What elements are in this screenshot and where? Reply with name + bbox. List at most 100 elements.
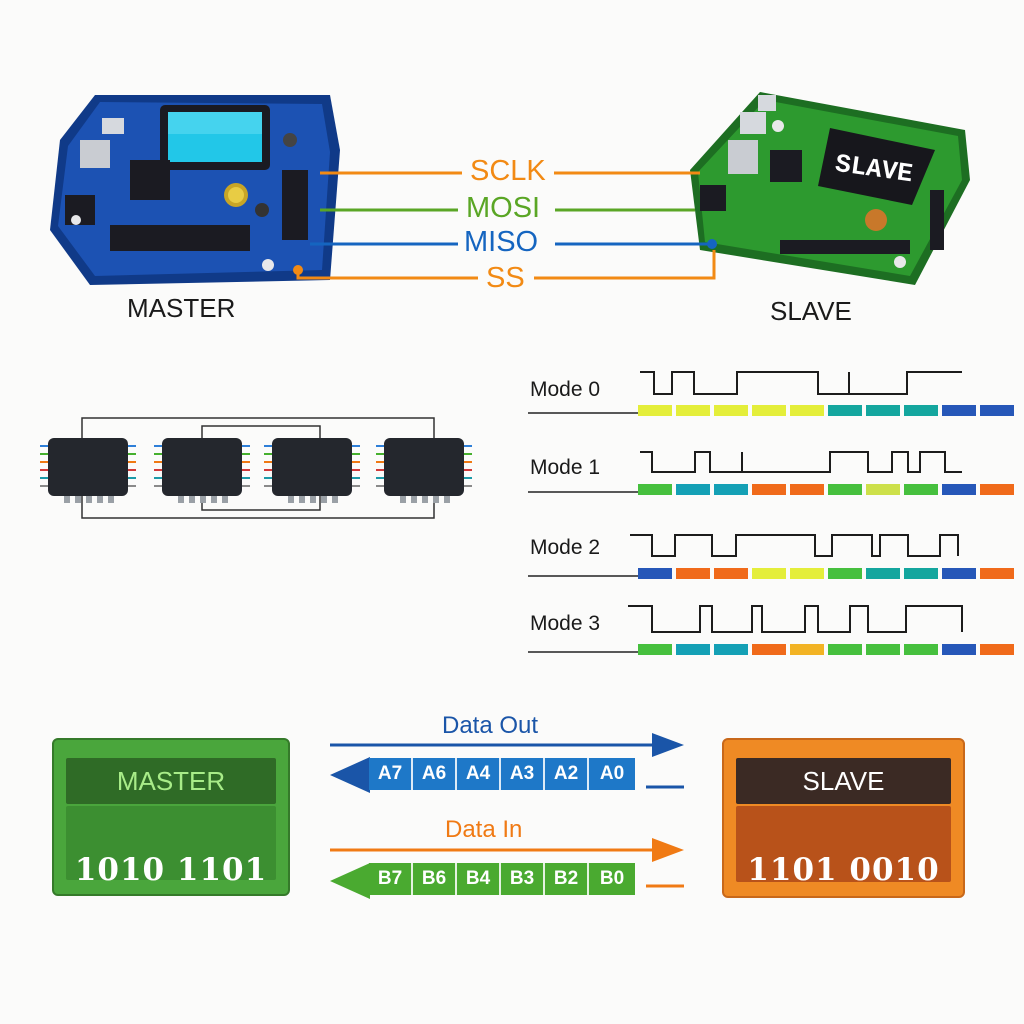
data-bit-block (866, 405, 900, 416)
timing-mode-label: Mode 2 (530, 536, 601, 559)
chip-pin (321, 496, 327, 503)
board-connection-graphic: SLAVE (50, 92, 970, 285)
data-out-cell: A7 (369, 758, 413, 790)
data-bit-block (752, 405, 786, 416)
data-bit-block (904, 405, 938, 416)
chip-pin (189, 496, 195, 503)
chip-pin (75, 496, 81, 503)
timing-mode-label: Mode 3 (530, 612, 601, 635)
data-bit-block (942, 644, 976, 655)
data-out-title: Data Out (442, 712, 539, 739)
chained-chip-4 (384, 438, 464, 496)
data-in-cell: B4 (457, 863, 501, 895)
clock-waveform (628, 605, 963, 633)
chip-pin (222, 496, 228, 503)
data-bit-block (942, 405, 976, 416)
data-bit-block (828, 484, 862, 495)
data-bit-block (714, 568, 748, 579)
spi-wires (293, 171, 717, 280)
data-out-cell: A4 (457, 758, 501, 790)
chip-pin (64, 496, 70, 503)
data-bit-block (866, 568, 900, 579)
data-bit-block (714, 484, 748, 495)
signal-label-ss: SS (486, 262, 525, 294)
chip-pin (97, 496, 103, 503)
data-bit-block (790, 405, 824, 416)
chip-pin (200, 496, 206, 503)
data-bit-block (980, 484, 1014, 495)
slave-register-box: SLAVE 1101 0010 (722, 738, 965, 898)
data-in-cell: B6 (413, 863, 457, 895)
data-bit-block (980, 405, 1014, 416)
data-bit-block (638, 484, 672, 495)
data-bit-block (980, 644, 1014, 655)
data-in-cell: B2 (545, 863, 589, 895)
data-bit-block (676, 568, 710, 579)
data-bit-block (828, 405, 862, 416)
data-bit-block (866, 484, 900, 495)
chip-pin (422, 496, 428, 503)
slave-board-label: SLAVE (770, 296, 852, 326)
data-in-cell: B0 (589, 863, 635, 895)
chip-pin (178, 496, 184, 503)
chip-pin (86, 496, 92, 503)
slave-register-title: SLAVE (736, 758, 951, 804)
clock-waveform (640, 371, 962, 395)
data-bit-block (828, 644, 862, 655)
data-bit-block (904, 484, 938, 495)
data-bit-block (638, 644, 672, 655)
data-out-cell: A3 (501, 758, 545, 790)
chained-chip-2 (162, 438, 242, 496)
data-bit-block (980, 568, 1014, 579)
data-bit-block (714, 644, 748, 655)
chip-pin (411, 496, 417, 503)
signal-label-mosi: MOSI (466, 192, 541, 224)
master-register-box: MASTER 1010 1101 (52, 738, 290, 896)
data-bit-block (638, 405, 672, 416)
data-out-cell: A6 (413, 758, 457, 790)
data-bit-block (904, 644, 938, 655)
data-bit-block (752, 568, 786, 579)
master-board (50, 95, 340, 285)
chip-pin (433, 496, 439, 503)
data-bit-block (790, 484, 824, 495)
clock-waveform (640, 451, 962, 473)
data-bit-block (942, 568, 976, 579)
master-register-value: 1010 1101 (74, 852, 268, 888)
signal-label-sclk: SCLK (470, 155, 546, 187)
data-bit-block (714, 405, 748, 416)
data-in-cell: B3 (501, 863, 545, 895)
data-bit-block (866, 644, 900, 655)
master-register-title: MASTER (66, 758, 276, 804)
clock-waveform (630, 534, 959, 557)
chained-chip-1 (48, 438, 128, 496)
chip-pin (108, 496, 114, 503)
chip-pin (332, 496, 338, 503)
data-out-register-cells: A7 A6 A4 A3 A2 A0 (369, 758, 635, 790)
chip-pin (444, 496, 450, 503)
data-bit-block (904, 568, 938, 579)
timing-mode-label: Mode 0 (530, 378, 601, 401)
slave-board: SLAVE (690, 92, 970, 285)
data-bit-block (752, 644, 786, 655)
data-bit-block (638, 568, 672, 579)
chained-chip-3 (272, 438, 352, 496)
data-bit-block (942, 484, 976, 495)
data-out-cell: A2 (545, 758, 589, 790)
data-bit-block (676, 644, 710, 655)
chip-pin (211, 496, 217, 503)
daisy-chain-graphic (40, 417, 472, 519)
chip-pin (310, 496, 316, 503)
data-bit-block (676, 484, 710, 495)
slave-register-value: 1101 0010 (747, 852, 940, 888)
timing-mode-label: Mode 1 (530, 456, 601, 479)
data-bit-block (752, 484, 786, 495)
signal-label-miso: MISO (464, 226, 539, 258)
data-out-cell: A0 (589, 758, 635, 790)
data-bit-block (676, 405, 710, 416)
chip-pin (400, 496, 406, 503)
